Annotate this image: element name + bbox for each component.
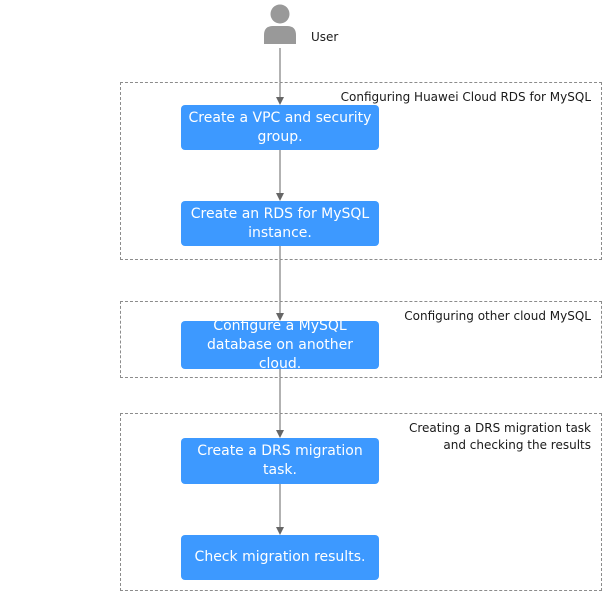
user-label: User bbox=[311, 30, 339, 44]
step-label: Check migration results. bbox=[194, 549, 366, 565]
user-icon bbox=[264, 4, 296, 44]
step-configure-mysql-other-cloud: Configure a MySQL database on another cl… bbox=[181, 318, 379, 372]
group-label-huawei-cloud-rds: Configuring Huawei Cloud RDS for MySQL bbox=[340, 90, 591, 104]
step-create-vpc-and-security-group: Create a VPC and security group. bbox=[181, 105, 379, 150]
group-label-drs-migration: Creating a DRS migration task and checki… bbox=[408, 421, 591, 452]
step-create-rds-instance: Create an RDS for MySQL instance. bbox=[181, 201, 379, 246]
step-label: Create a VPC and security group. bbox=[188, 109, 372, 145]
step-label: Create a DRS migration task. bbox=[197, 443, 363, 478]
group-configuring-huawei-cloud-rds: Configuring Huawei Cloud RDS for MySQL bbox=[120, 82, 602, 260]
step-label: Configure a MySQL database on another cl… bbox=[207, 317, 353, 372]
group-drs-migration-and-check: Creating a DRS migration task and checki… bbox=[120, 413, 602, 591]
step-check-migration-results: Check migration results. bbox=[181, 535, 379, 580]
group-configuring-other-cloud-mysql: Configuring other cloud MySQL bbox=[120, 301, 602, 378]
step-create-drs-migration-task: Create a DRS migration task. bbox=[181, 438, 379, 484]
group-label-other-cloud-mysql: Configuring other cloud MySQL bbox=[404, 309, 591, 323]
step-label: Create an RDS for MySQL instance. bbox=[190, 205, 370, 241]
